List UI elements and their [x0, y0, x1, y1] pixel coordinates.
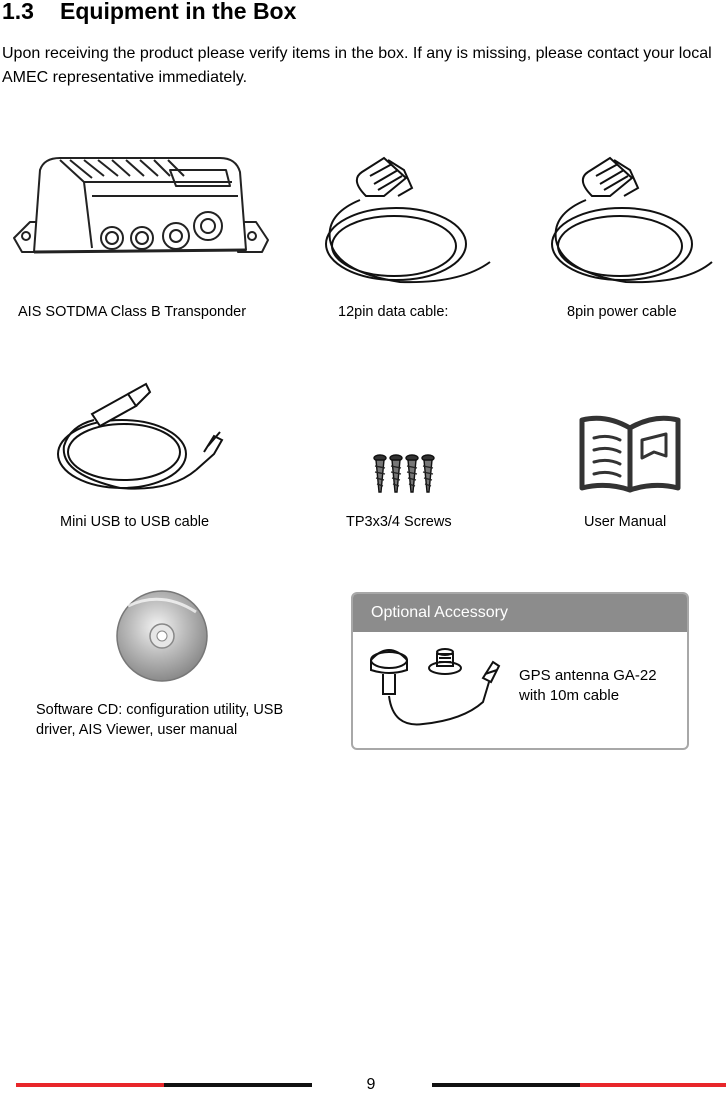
section-title: 1.3 Equipment in the Box — [2, 0, 296, 25]
usb-cable-icon — [57, 382, 224, 490]
caption-manual: User Manual — [584, 514, 667, 530]
page-number: 9 — [366, 1076, 376, 1093]
optional-accessory-header: Optional Accessory — [353, 594, 687, 632]
optional-accessory-caption: GPS antenna GA-22 with 10m cable — [519, 667, 657, 704]
transponder-icon — [13, 157, 269, 254]
caption-data-cable: 12pin data cable: — [338, 304, 449, 320]
footer-line-black-right — [432, 1083, 582, 1087]
screws-icon — [373, 454, 435, 493]
caption-cd: Software CD: configuration utility, USB … — [36, 702, 284, 738]
footer-line-red-left — [16, 1083, 166, 1087]
manual-icon — [579, 415, 681, 493]
section-heading: Equipment in the Box — [60, 0, 297, 24]
caption-screws: TP3x3/4 Screws — [346, 514, 452, 530]
intro-paragraph: Upon receiving the product please verify… — [2, 45, 712, 86]
caption-usb-cable: Mini USB to USB cable — [60, 514, 210, 530]
section-number: 1.3 — [2, 0, 34, 24]
gps-antenna-icon — [370, 648, 501, 726]
caption-power-cable: 8pin power cable — [567, 304, 677, 320]
caption-transponder: AIS SOTDMA Class B Transponder — [18, 304, 247, 320]
power-cable-icon — [551, 156, 713, 284]
data-cable-icon — [325, 156, 491, 284]
optional-accessory-box: Optional Accessory GPS antenna GA-22 wit… — [351, 592, 689, 750]
footer-line-black-left — [164, 1083, 312, 1087]
footer-line-red-right — [580, 1083, 726, 1087]
cd-icon — [116, 590, 208, 682]
